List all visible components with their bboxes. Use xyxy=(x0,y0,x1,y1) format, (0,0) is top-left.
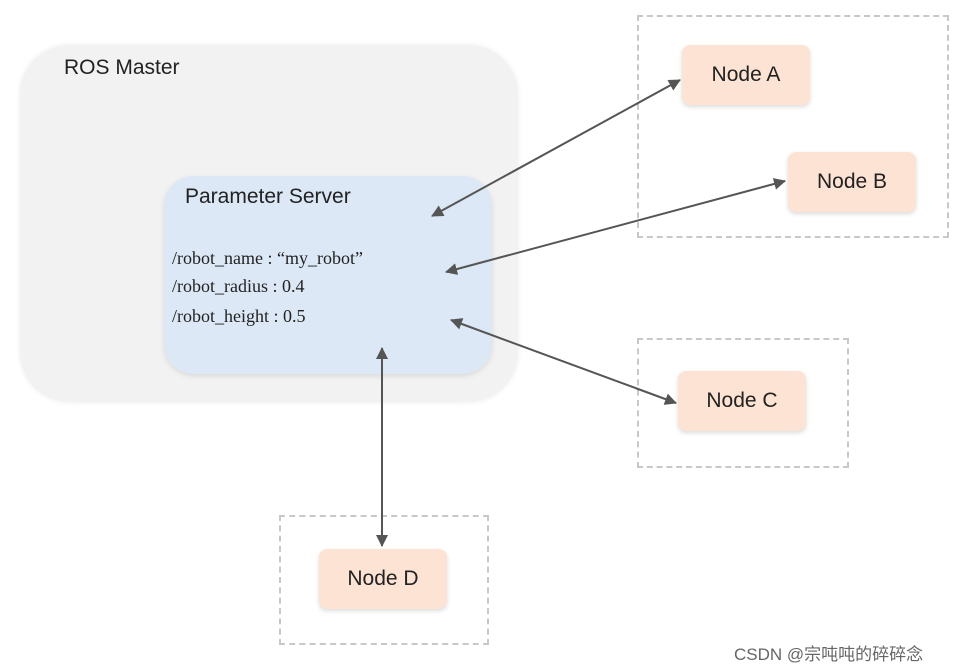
node-d: Node D xyxy=(319,549,447,609)
node-b: Node B xyxy=(788,152,916,212)
parameter-server-title: Parameter Server xyxy=(185,185,351,208)
watermark-text: CSDN @宗吨吨的碎碎念 xyxy=(734,645,924,664)
ros-master-title: ROS Master xyxy=(64,56,180,79)
param-robot-name: /robot_name : “my_robot” xyxy=(172,248,363,268)
param-robot-radius: /robot_radius : 0.4 xyxy=(172,276,305,296)
arrow-server-node-c xyxy=(450,318,677,405)
arrow-server-node-b xyxy=(445,178,786,275)
node-c: Node C xyxy=(678,371,806,431)
node-a: Node A xyxy=(682,45,810,105)
param-robot-height: /robot_height : 0.5 xyxy=(172,306,306,326)
arrow-server-node-a xyxy=(431,79,681,217)
